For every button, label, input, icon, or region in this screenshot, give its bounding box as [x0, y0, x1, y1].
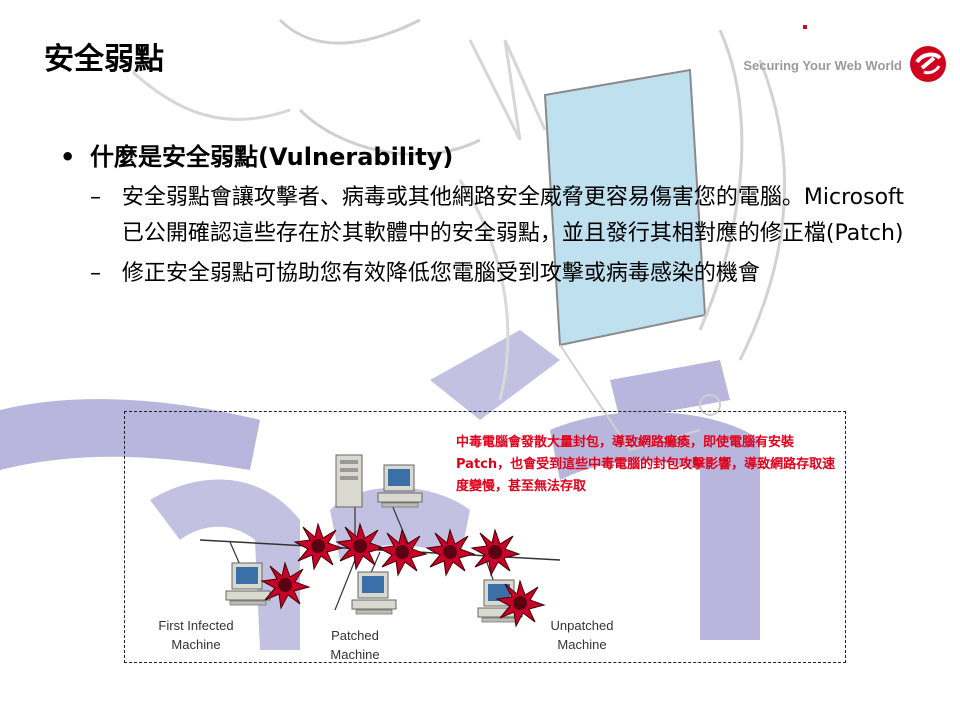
sub-point-marker: –	[90, 185, 101, 210]
sub-point-text: 修正安全弱點可協助您有效降低您電腦受到攻擊或病毒感染的機會	[121, 261, 760, 286]
patched-label: Patched Machine	[330, 628, 380, 662]
slide-content: • 什麼是安全弱點(Vulnerability) – 安全弱點會讓攻擊者、病毒或…	[60, 138, 910, 292]
bullet-text: 什麼是安全弱點(Vulnerability)	[90, 143, 454, 171]
first-infected-label: First Infected Machine	[158, 618, 234, 652]
brand-header: Securing Your Web World	[743, 44, 948, 84]
sub-point: – 修正安全弱點可協助您有效降低您電腦受到攻擊或病毒感染的機會	[90, 256, 910, 292]
unpatched-label: Unpatched Machine	[550, 618, 614, 652]
brand-accent-dot	[803, 25, 807, 29]
trend-micro-logo-icon	[910, 46, 946, 82]
network-diagram-frame	[124, 411, 846, 663]
sub-point-marker: –	[90, 261, 101, 286]
bullet-item: • 什麼是安全弱點(Vulnerability)	[60, 138, 910, 176]
infection-alert-text: 中毒電腦會發散大量封包，導致網路癱瘓，即使電腦有安裝Patch，也會受到這些中毒…	[456, 435, 836, 494]
brand-tagline: Securing Your Web World	[743, 57, 902, 73]
slide-title: 安全弱點	[44, 42, 164, 77]
bullet-marker: •	[60, 143, 76, 171]
sub-point: – 安全弱點會讓攻擊者、病毒或其他網路安全威脅更容易傷害您的電腦。Microso…	[90, 180, 910, 252]
sub-point-text: 安全弱點會讓攻擊者、病毒或其他網路安全威脅更容易傷害您的電腦。Microsoft…	[121, 185, 905, 246]
